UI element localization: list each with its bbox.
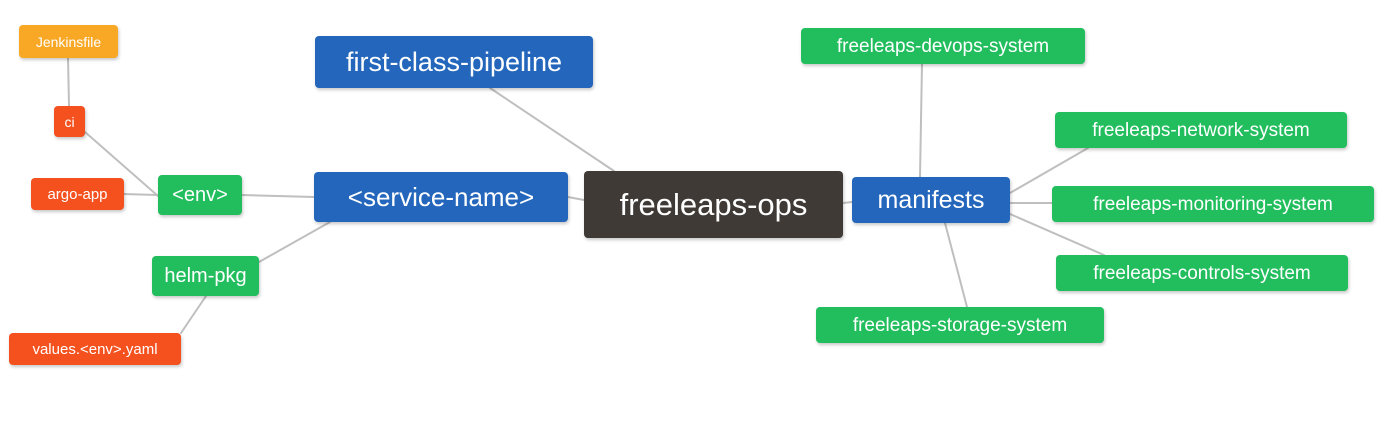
- node-freeleaps-controls-system[interactable]: freeleaps-controls-system: [1056, 255, 1348, 291]
- node-label: Jenkinsfile: [35, 33, 102, 50]
- edge-values-yaml-to-helm-pkg: [180, 295, 207, 334]
- node-freeleaps-network-system[interactable]: freeleaps-network-system: [1055, 112, 1347, 148]
- edge-service-name-to-freeleaps-ops: [567, 196, 585, 201]
- node-label: <env>: [172, 184, 228, 206]
- edge-jenkinsfile-to-ci: [67, 57, 70, 107]
- edge-first-class-pipeline-to-freeleaps-ops: [489, 87, 615, 172]
- node-label: freeleaps-ops: [619, 187, 808, 222]
- node-freeleaps-storage-system[interactable]: freeleaps-storage-system: [816, 307, 1104, 343]
- node-service-name[interactable]: <service-name>: [314, 172, 568, 222]
- node-manifests[interactable]: manifests: [852, 177, 1010, 223]
- node-argo-app[interactable]: argo-app: [31, 178, 124, 210]
- node-freeleaps-devops-system[interactable]: freeleaps-devops-system: [801, 28, 1085, 64]
- node-freeleaps-ops[interactable]: freeleaps-ops: [584, 171, 843, 238]
- node-label: values.<env>.yaml: [32, 340, 158, 358]
- node-label: ci: [64, 113, 75, 130]
- node-label: freeleaps-network-system: [1092, 119, 1310, 141]
- node-first-class-pipeline[interactable]: first-class-pipeline: [315, 36, 593, 88]
- node-label: freeleaps-devops-system: [836, 35, 1050, 57]
- node-label: helm-pkg: [164, 265, 247, 287]
- node-jenkinsfile[interactable]: Jenkinsfile: [19, 25, 118, 58]
- edge-manifests-to-freeleaps-devops-system: [919, 63, 923, 178]
- node-label: manifests: [877, 185, 985, 214]
- edge-manifests-to-freeleaps-storage-system: [944, 222, 968, 308]
- node-helm-pkg[interactable]: helm-pkg: [152, 256, 259, 296]
- node-label: <service-name>: [347, 182, 535, 212]
- node-label: freeleaps-monitoring-system: [1093, 193, 1333, 215]
- edge-freeleaps-ops-to-manifests: [842, 201, 853, 204]
- edge-helm-pkg-to-service-name: [258, 221, 331, 263]
- node-label: argo-app: [47, 185, 108, 203]
- edge-env-to-service-name: [241, 194, 315, 198]
- node-label: freeleaps-storage-system: [852, 314, 1068, 336]
- edge-argo-app-to-env: [123, 193, 159, 196]
- node-label: first-class-pipeline: [345, 46, 563, 77]
- node-label: freeleaps-controls-system: [1093, 262, 1311, 284]
- node-ci[interactable]: ci: [54, 106, 85, 137]
- node-values-yaml[interactable]: values.<env>.yaml: [9, 333, 181, 365]
- node-env[interactable]: <env>: [158, 175, 242, 215]
- node-freeleaps-monitoring-system[interactable]: freeleaps-monitoring-system: [1052, 186, 1374, 222]
